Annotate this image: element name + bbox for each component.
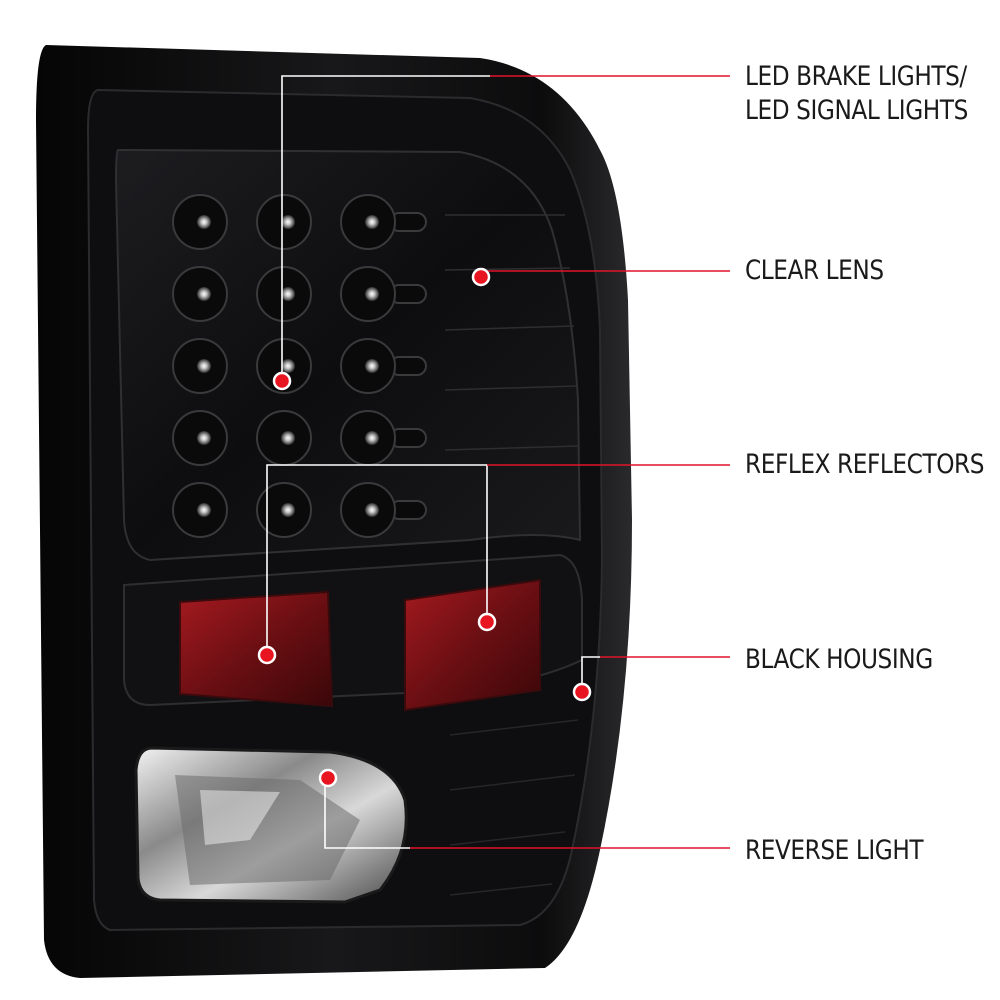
led-lights-label-line2: LED SIGNAL LIGHTS [745,95,968,126]
led-bulb [281,359,295,373]
led-bulb [197,431,211,445]
lens-ridges [444,214,579,451]
led-bulb [197,287,211,301]
reflex-guide-line [266,464,488,652]
black-housing-label: BLACK HOUSING [745,644,933,675]
led-callout-dot [272,371,292,391]
led-bulb [281,431,295,445]
right-reflector-callout-dot [477,612,497,632]
led-bulb [197,503,211,517]
housing-ribs [449,719,579,896]
reverse-light-highlight [200,790,280,845]
led-bulb [365,287,379,301]
housing-callout-dot [572,682,592,702]
led-grid [172,194,427,538]
led-guide-line [281,75,490,376]
led-bulb [197,359,211,373]
led-bulb [281,287,295,301]
reverse-light-facet [175,775,360,885]
led-bulb [281,215,295,229]
left-reflector [179,590,334,708]
reflex-reflectors-label: REFLEX REFLECTORS [745,449,985,480]
led-bulb [281,503,295,517]
led-bulb [365,215,379,229]
led-lights-label-line1: LED BRAKE LIGHTS/ [745,61,967,92]
led-bulb [365,503,379,517]
led-bulb [197,215,211,229]
housing-guide-line [581,656,600,692]
reverse-guide-line [324,780,410,849]
led-bulb [365,359,379,373]
lens-callout-dot [471,267,491,287]
led-lights-label: LED BRAKE LIGHTS/ LED SIGNAL LIGHTS [745,60,968,128]
reverse-callout-dot [318,768,338,788]
right-reflector [404,578,541,712]
left-reflector-callout-dot [257,645,277,665]
reverse-light-label: REVERSE LIGHT [745,835,924,866]
clear-lens-label: CLEAR LENS [745,255,884,286]
led-bulb [365,431,379,445]
